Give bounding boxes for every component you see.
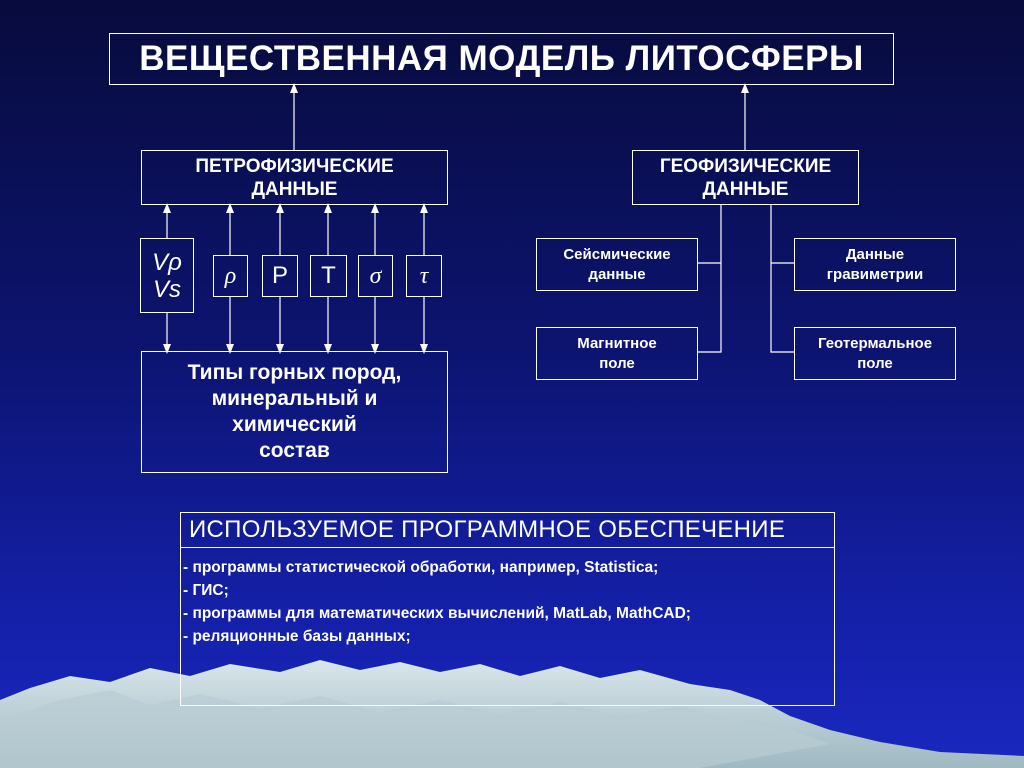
page-title: ВЕЩЕСТВЕННАЯ МОДЕЛЬ ЛИТОСФЕРЫ (109, 33, 894, 85)
rocks-line2: минеральный и (211, 387, 378, 410)
petro-header-line2: ДАННЫЕ (251, 178, 338, 200)
geothermal-box: Геотермальное поле (794, 327, 956, 380)
seismic-box: Сейсмические данные (536, 238, 698, 291)
petro-header: ПЕТРОФИЗИЧЕСКИЕ ДАННЫЕ (141, 150, 448, 205)
geo-header-line2: ДАННЫЕ (702, 178, 789, 200)
param-p: P (262, 255, 298, 297)
connector-geo-left (698, 205, 722, 353)
rocks-line3: химический (232, 413, 357, 436)
magnetic-line2: поле (599, 354, 635, 372)
param-vp-vs: Vρ Vs (140, 238, 194, 313)
software-title: ИСПОЛЬЗУЕМОЕ ПРОГРАММНОЕ ОБЕСПЕЧЕНИЕ (181, 513, 834, 548)
rocks-box: Типы горных пород, минеральный и химичес… (141, 351, 448, 473)
param-vs: Vs (152, 275, 181, 303)
param-rho: ρ (213, 255, 248, 297)
rocks-line1: Типы горных пород, (187, 361, 402, 384)
seismic-line1: Сейсмические (563, 245, 671, 263)
param-vp: Vρ (152, 248, 182, 276)
geothermal-line2: поле (857, 354, 893, 372)
software-panel: ИСПОЛЬЗУЕМОЕ ПРОГРАММНОЕ ОБЕСПЕЧЕНИЕ - п… (180, 512, 835, 706)
connector-geo-right (770, 205, 794, 353)
gravity-box: Данные гравиметрии (794, 238, 956, 291)
magnetic-line1: Магнитное (577, 334, 657, 352)
petro-header-line1: ПЕТРОФИЗИЧЕСКИЕ (195, 155, 394, 177)
gravity-line1: Данные (845, 245, 905, 263)
geothermal-line1: Геотермальное (817, 334, 933, 352)
gravity-line2: гравиметрии (826, 265, 924, 283)
geo-header-line1: ГЕОФИЗИЧЕСКИЕ (659, 155, 832, 177)
rocks-line4: состав (259, 439, 330, 462)
software-item: - реляционные базы данных; (183, 628, 411, 645)
software-item: - программы статистической обработки, на… (183, 559, 659, 576)
software-list: - программы статистической обработки, на… (181, 548, 834, 648)
geo-header: ГЕОФИЗИЧЕСКИЕ ДАННЫЕ (632, 150, 859, 205)
seismic-line2: данные (588, 265, 646, 283)
software-item: - ГИС; (183, 582, 229, 599)
magnetic-box: Магнитное поле (536, 327, 698, 380)
param-tau: τ (406, 255, 442, 297)
param-t: T (310, 255, 347, 297)
param-sigma: σ (358, 255, 393, 297)
software-item: - программы для математических вычислени… (183, 605, 691, 622)
